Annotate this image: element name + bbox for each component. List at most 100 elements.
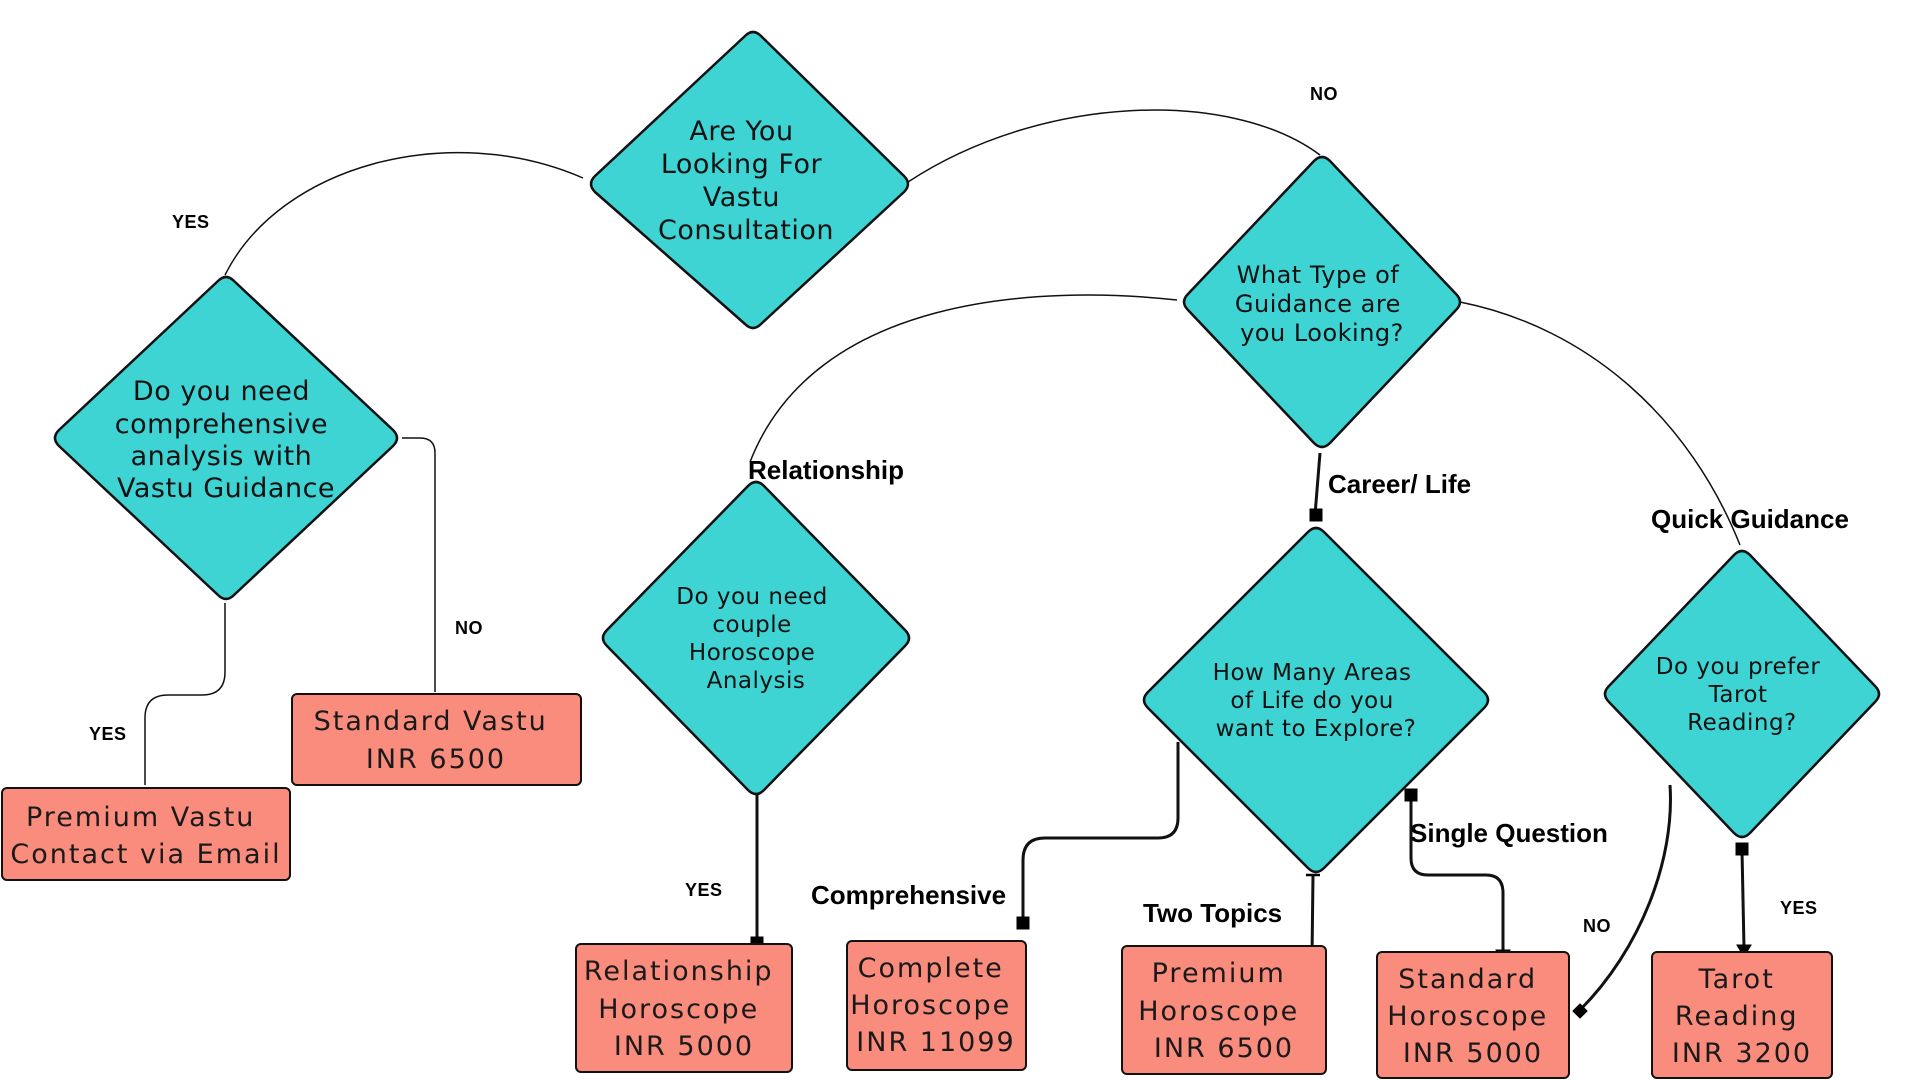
outcome-text: Tarot Reading INR 3200	[1672, 964, 1812, 1069]
label-no-tarot: NO	[1583, 916, 1611, 936]
decision-line: Horoscope	[689, 640, 815, 666]
connector-guidance-career	[1313, 452, 1322, 516]
label-no-top: NO	[1310, 84, 1338, 104]
marker-diamond	[1572, 1003, 1588, 1019]
outcome-line: INR 11099	[856, 1027, 1015, 1058]
outcome-line: Horoscope	[850, 990, 1011, 1021]
marker-square	[1735, 842, 1749, 856]
label-yes-vastu: YES	[89, 724, 127, 744]
outcome-box	[291, 693, 582, 786]
outcome-line: INR 3200	[1672, 1038, 1812, 1069]
outcome-text: Premium Horoscope INR 6500	[1138, 958, 1310, 1064]
outcome-text: Standard Horoscope INR 5000	[1387, 964, 1559, 1069]
decision-line: Analysis	[707, 668, 806, 694]
decision-line: Vastu	[703, 182, 780, 213]
label-quick-guidance: Quick Guidance	[1651, 504, 1849, 534]
decision-text: Do you need comprehensive analysis with …	[115, 376, 338, 504]
decision-shape	[1603, 549, 1881, 839]
decision-tarot: Do you prefer Tarot Reading?	[1603, 549, 1881, 839]
decision-line: couple	[712, 612, 791, 638]
outcome-tarot-reading: Tarot Reading INR 3200	[1651, 951, 1833, 1079]
connector-tarot-no	[1578, 784, 1672, 1012]
label-relationship: Relationship	[748, 455, 904, 485]
outcome-line: Horoscope	[1387, 1001, 1548, 1032]
connector-vastu-yes	[224, 151, 584, 276]
label-single-question: Single Question	[1410, 818, 1608, 848]
label-two-topics: Two Topics	[1143, 898, 1282, 928]
outcome-line: Relationship	[584, 956, 774, 987]
decision-shape	[1182, 155, 1462, 449]
connector-vastu-no	[907, 109, 1321, 183]
decision-areas: How Many Areas of Life do you want to Ex…	[1142, 526, 1490, 874]
connector-guidance-relationship	[749, 294, 1178, 463]
decision-line: want to Explore?	[1216, 716, 1417, 742]
outcome-line: Premium	[1152, 958, 1286, 989]
label-yes-top: YES	[172, 212, 210, 232]
outcome-line: Reading	[1675, 1001, 1799, 1032]
decision-guidance-type: What Type of Guidance are you Looking?	[1182, 155, 1462, 449]
connectors	[144, 109, 1746, 1012]
decision-shape	[589, 30, 910, 330]
marker-square	[1309, 508, 1323, 522]
outcome-text: Standard Vastu INR 6500	[314, 706, 559, 775]
decision-shape	[53, 275, 399, 601]
outcome-line: Horoscope	[598, 994, 759, 1025]
label-yes-tarot: YES	[1780, 898, 1818, 918]
decision-text: How Many Areas of Life do you want to Ex…	[1213, 660, 1420, 742]
outcome-box	[1, 787, 291, 881]
decision-line: you Looking?	[1240, 319, 1404, 347]
outcome-line: INR 5000	[1403, 1038, 1543, 1069]
outcome-box	[1376, 951, 1570, 1079]
decision-line: Consultation	[658, 215, 834, 246]
label-career-life: Career/ Life	[1328, 469, 1471, 499]
outcome-line: Horoscope	[1138, 996, 1299, 1027]
decision-line: Do you need	[133, 376, 310, 407]
outcome-box	[1121, 945, 1327, 1075]
decision-line: comprehensive	[115, 409, 328, 440]
outcome-line: Contact via Email	[10, 839, 281, 870]
connector-comprehensive-yes	[144, 603, 226, 785]
decision-line: Guidance are	[1235, 290, 1401, 318]
decision-line: Are You	[689, 116, 793, 147]
decision-text: What Type of Guidance are you Looking?	[1235, 261, 1409, 347]
outcome-line: INR 6500	[1154, 1033, 1294, 1064]
label-no-vastu: NO	[455, 618, 483, 638]
outcome-text: Complete Horoscope INR 11099	[850, 953, 1022, 1058]
decision-couple: Do you need couple Horoscope Analysis	[601, 480, 911, 796]
connector-guidance-quick	[1459, 301, 1741, 546]
outcome-text: Relationship Horoscope INR 5000	[584, 956, 784, 1062]
marker-square	[1404, 788, 1418, 802]
decision-text: Do you need couple Horoscope Analysis	[676, 584, 835, 694]
decision-line: analysis with	[131, 441, 313, 472]
decision-line: How Many Areas	[1213, 660, 1412, 686]
outcome-box	[575, 943, 793, 1073]
decision-line: Looking For	[661, 149, 823, 180]
label-yes-couple: YES	[685, 880, 723, 900]
outcome-line: Standard Vastu	[314, 706, 548, 737]
outcome-relationship-horoscope: Relationship Horoscope INR 5000	[575, 943, 793, 1073]
decision-line: Tarot	[1708, 682, 1768, 708]
decision-line: Do you prefer	[1656, 654, 1821, 680]
outcome-complete-horoscope: Complete Horoscope INR 11099	[846, 940, 1027, 1071]
decision-shape	[1142, 526, 1490, 874]
outcome-line: Tarot	[1698, 964, 1775, 995]
outcome-line: Standard	[1398, 964, 1537, 995]
outcome-line: Premium Vastu	[26, 802, 255, 833]
decision-line: What Type of	[1237, 261, 1400, 289]
outcome-line: INR 5000	[614, 1031, 754, 1062]
connector-areas-two-topics	[1310, 874, 1315, 959]
outcome-premium-vastu: Premium Vastu Contact via Email	[1, 787, 291, 881]
outcome-line: INR 6500	[366, 744, 506, 775]
decision-text: Do you prefer Tarot Reading?	[1656, 654, 1828, 736]
label-comprehensive: Comprehensive	[811, 880, 1006, 910]
edge-labels: YES NO NO YES Relationship Career/ Life …	[89, 84, 1849, 936]
outcome-box	[1651, 951, 1833, 1079]
decision-vastu: Are You Looking For Vastu Consultation	[589, 30, 910, 330]
decision-line: Do you need	[676, 584, 828, 610]
outcome-text: Premium Vastu Contact via Email	[10, 802, 281, 870]
decision-line: of Life do you	[1230, 688, 1394, 714]
decision-shape	[601, 480, 911, 796]
outcome-line: Complete	[858, 953, 1004, 984]
decision-comprehensive: Do you need comprehensive analysis with …	[53, 275, 399, 601]
outcome-standard-horoscope: Standard Horoscope INR 5000	[1376, 951, 1570, 1079]
